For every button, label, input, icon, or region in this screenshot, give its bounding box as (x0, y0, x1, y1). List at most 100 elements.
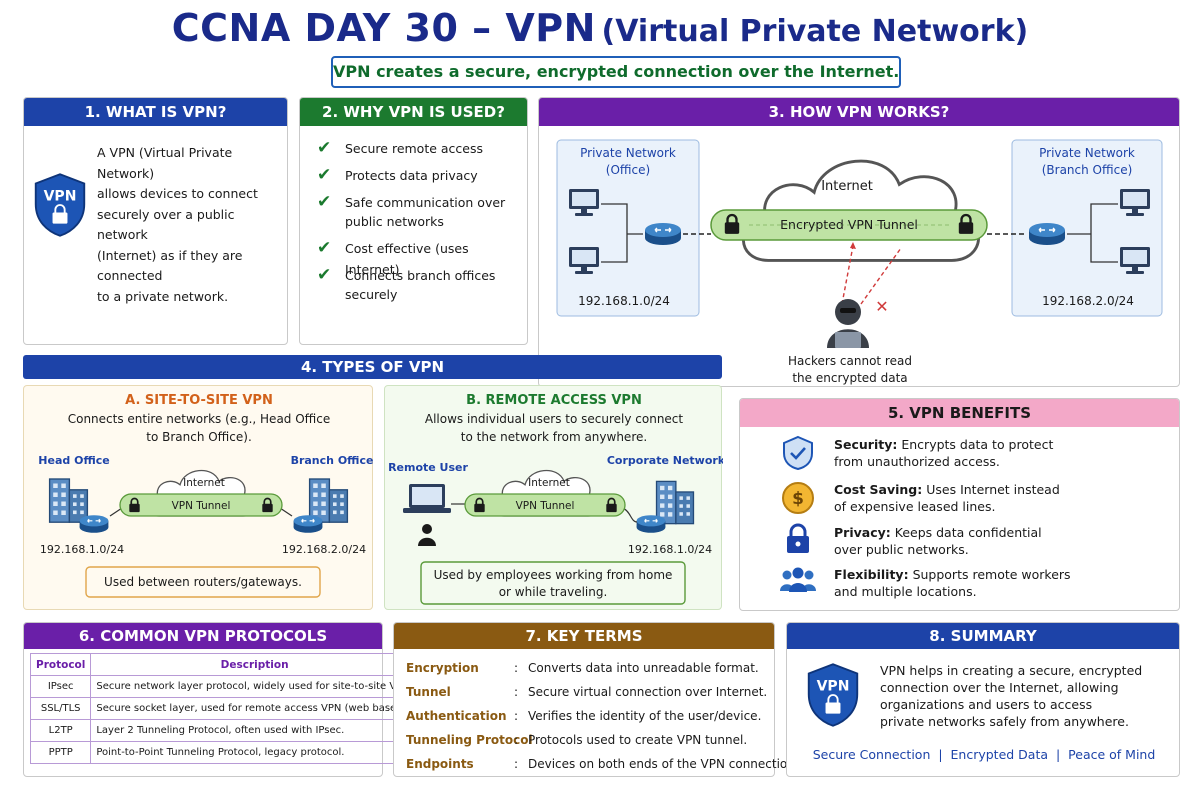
s2s-title: A. SITE-TO-SITE VPN (125, 393, 273, 408)
s2s-desc: to Branch Office). (146, 430, 252, 444)
how-vpn-diagram: Private Network (Office) Private Network… (556, 139, 1163, 385)
ra-tunnel (464, 493, 626, 517)
office-title: Private Network (580, 146, 676, 160)
tunnel-label: Encrypted VPN Tunnel (780, 217, 918, 232)
svg-text:$: $ (792, 489, 804, 509)
what-line: allows devices to connect (97, 186, 258, 201)
corporate-network-label: Corporate Network (607, 454, 723, 467)
summary-text: VPN helps in creating a secure, encrypte… (880, 662, 1142, 730)
ra-subnet: 192.168.1.0/24 (628, 543, 712, 556)
s2s-note-box (85, 566, 321, 598)
head-office-label: Head Office (38, 454, 109, 467)
types-vpn-header: 4. TYPES OF VPN (23, 355, 722, 379)
hacker-caption: Hackers cannot read (788, 354, 912, 368)
blocked-x-icon: ✕ (875, 297, 888, 316)
shield-check-icon (783, 435, 813, 471)
what-line: securely over a public network (97, 206, 235, 243)
branch-subnet: 192.168.2.0/24 (1042, 294, 1134, 308)
summary-line: organizations and users to access (880, 697, 1093, 712)
site-to-site-panel: A. SITE-TO-SITE VPN Connects entire netw… (23, 385, 373, 610)
remote-access-panel: B. REMOTE ACCESS VPN Allows individual u… (384, 385, 723, 610)
router-icon (1028, 222, 1066, 246)
s2s-desc: Connects entire networks (e.g., Head Off… (68, 412, 331, 426)
summary-header: 8. SUMMARY (787, 623, 1179, 649)
office-subnet: 192.168.1.0/24 (578, 294, 670, 308)
footer-separator: | (1055, 747, 1061, 762)
site-to-site-diagram: A. SITE-TO-SITE VPN Connects entire netw… (38, 393, 374, 598)
ra-tunnel-label: VPN Tunnel (516, 500, 575, 512)
router-icon (293, 514, 323, 534)
vpn-shield-icon: VPN (32, 170, 88, 240)
summary-line: private networks safely from anywhere. (880, 714, 1129, 729)
coin-icon: $ (782, 482, 814, 514)
what-line: (Internet) as if they are connected (97, 247, 243, 284)
vpn-shield-icon: VPN (805, 660, 861, 730)
vpn-benefits-header: 5. VPN BENEFITS (740, 399, 1179, 427)
s2s-right-subnet: 192.168.2.0/24 (282, 543, 366, 556)
ra-note: Used by employees working from home (434, 568, 673, 582)
what-is-vpn-header: 1. WHAT IS VPN? (24, 98, 287, 126)
vpn-benefits-panel: 5. VPN BENEFITS $ Security: Encrypts dat… (739, 398, 1180, 611)
s2s-note: Used between routers/gateways. (104, 575, 302, 589)
hacker-icon (827, 299, 869, 348)
how-vpn-works-header: 3. HOW VPN WORKS? (539, 98, 1179, 126)
protocol-col-header: Protocol (29, 653, 92, 676)
ra-internet-label: Internet (528, 477, 570, 489)
subtitle-banner: VPN creates a secure, encrypted connecti… (331, 56, 901, 88)
hacker-caption: the encrypted data (792, 371, 907, 385)
branch-title: Private Network (1039, 146, 1135, 160)
check-icon: ✔ (317, 165, 332, 185)
how-vpn-works-panel: 3. HOW VPN WORKS? Private Network (Offic… (538, 97, 1180, 387)
check-icon: ✔ (317, 138, 332, 158)
what-badge-text: VPN (44, 188, 77, 204)
ra-desc: Allows individual users to securely conn… (425, 412, 684, 426)
router-icon (636, 514, 666, 534)
why-vpn-header: 2. WHY VPN IS USED? (300, 98, 527, 126)
why-item: Protects data privacy (345, 168, 478, 183)
what-line: A VPN (Virtual Private Network) (97, 145, 233, 181)
building-icon (48, 478, 89, 523)
branch-office-label: Branch Office (291, 454, 374, 467)
footer-separator: | (938, 747, 943, 762)
summary-line: VPN helps in creating a secure, encrypte… (880, 663, 1143, 678)
s2s-internet-label: Internet (183, 477, 225, 489)
what-description: A VPN (Virtual Private Network) allows d… (97, 143, 287, 307)
why-item: Cost effective (uses Internet) (345, 241, 469, 277)
what-line: to a private network. (97, 288, 229, 304)
ra-note-box (420, 561, 686, 605)
key-terms-header: 7. KEY TERMS (394, 623, 774, 649)
description-col-header: Description (90, 653, 419, 676)
s2s-tunnel (119, 493, 283, 517)
why-item: Secure remote access (345, 141, 484, 156)
ra-title: B. REMOTE ACCESS VPN (466, 393, 642, 408)
key-terms-panel: 7. KEY TERMS Encryption:Converts data in… (393, 622, 799, 777)
check-icon: ✔ (317, 265, 332, 285)
summary-line: connection over the Internet, allowing (880, 680, 1119, 695)
ra-note: or while traveling. (499, 585, 608, 599)
check-icon: ✔ (317, 238, 332, 258)
footer-item: Peace of Mind (1068, 747, 1156, 762)
what-is-vpn-panel: 1. WHAT IS VPN? VPN A VPN (Virtual Priva… (23, 97, 288, 345)
title-sub: (Virtual Private Network) (601, 14, 1029, 49)
user-icon (418, 524, 436, 546)
laptop-icon (403, 484, 451, 513)
branch-network-box (1011, 139, 1163, 317)
padlock-icon (787, 523, 809, 553)
title-main: CCNA DAY 30 – VPN (171, 6, 596, 50)
why-vpn-panel: 2. WHY VPN IS USED? ✔ Secure remote acce… (299, 97, 528, 345)
s2s-tunnel-label: VPN Tunnel (172, 500, 231, 512)
summary-badge-text: VPN (817, 678, 850, 694)
internet-label: Internet (821, 179, 873, 194)
check-icon: ✔ (317, 192, 332, 212)
